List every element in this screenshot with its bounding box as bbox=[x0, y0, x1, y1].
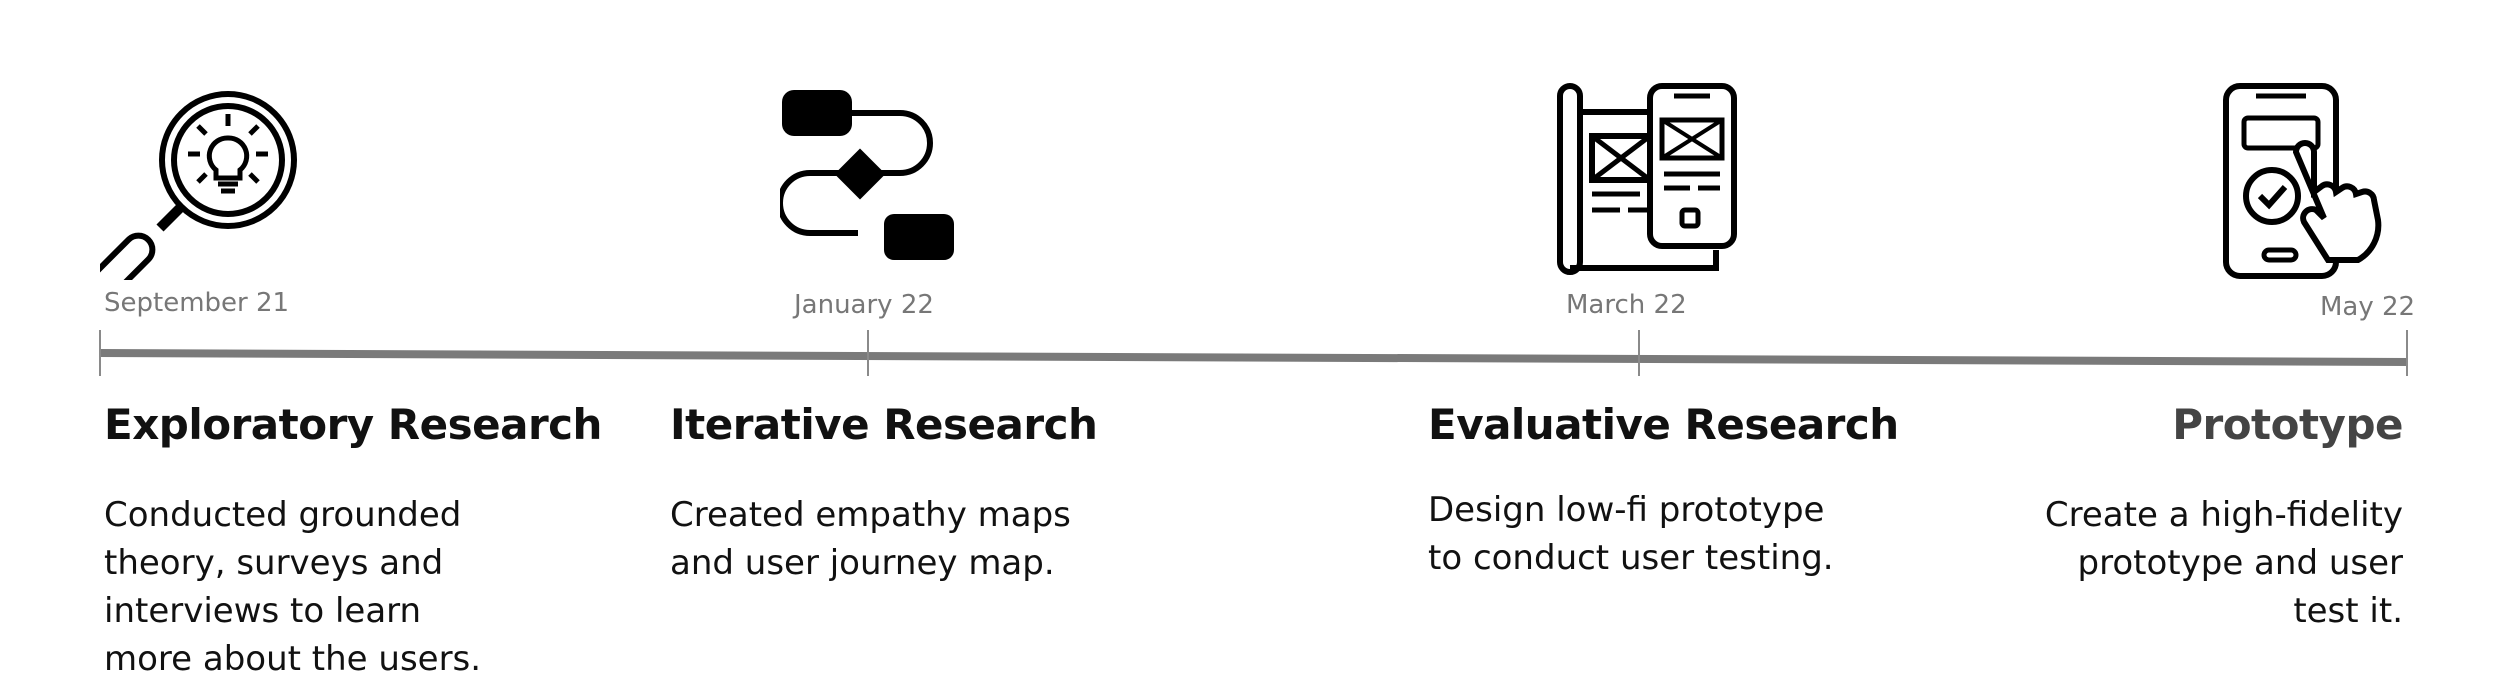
milestone-2-date: January 22 bbox=[794, 290, 934, 320]
magnifier-lightbulb-icon bbox=[100, 91, 297, 280]
timeline-tick-1 bbox=[99, 330, 101, 376]
desc-line: Conducted grounded bbox=[104, 495, 462, 535]
timeline-line bbox=[98, 349, 2409, 366]
desc-line: to conduct user testing. bbox=[1428, 538, 1834, 578]
milestone-2-title: Iterative Research bbox=[670, 400, 1098, 449]
milestone-1-date: September 21 bbox=[104, 288, 290, 318]
desc-line: Design low-fi prototype bbox=[1428, 490, 1825, 530]
milestone-3-title: Evaluative Research bbox=[1428, 400, 1899, 449]
milestone-2-desc: Created empathy maps and user journey ma… bbox=[670, 491, 1071, 587]
wireframe-blueprint-phone-icon bbox=[1557, 83, 1737, 275]
desc-line: interviews to learn bbox=[104, 591, 422, 631]
desc-line: Create a high-fidelity bbox=[2044, 495, 2403, 535]
desc-line: and user journey map. bbox=[670, 543, 1055, 583]
phone-tap-check-icon bbox=[2223, 83, 2382, 279]
desc-line: test it. bbox=[2293, 591, 2403, 631]
milestone-4-date: May 22 bbox=[2320, 292, 2416, 322]
desc-line: Created empathy maps bbox=[670, 495, 1071, 535]
milestone-3-desc: Design low-fi prototype to conduct user … bbox=[1428, 486, 1834, 582]
timeline-tick-2 bbox=[867, 330, 869, 376]
timeline-tick-3 bbox=[1638, 330, 1640, 376]
milestone-1-title: Exploratory Research bbox=[104, 400, 602, 449]
milestone-4-title: Prototype bbox=[2172, 400, 2403, 449]
milestone-1-desc: Conducted grounded theory, surveys and i… bbox=[104, 491, 481, 683]
timeline-tick-4 bbox=[2406, 330, 2408, 376]
milestone-3-date: March 22 bbox=[1566, 290, 1687, 320]
desc-line: theory, surveys and bbox=[104, 543, 444, 583]
flowchart-icon bbox=[780, 90, 954, 260]
desc-line: more about the users. bbox=[104, 639, 482, 679]
desc-line: prototype and user bbox=[2077, 543, 2403, 583]
milestone-4-desc: Create a high-fidelity prototype and use… bbox=[2045, 491, 2403, 635]
